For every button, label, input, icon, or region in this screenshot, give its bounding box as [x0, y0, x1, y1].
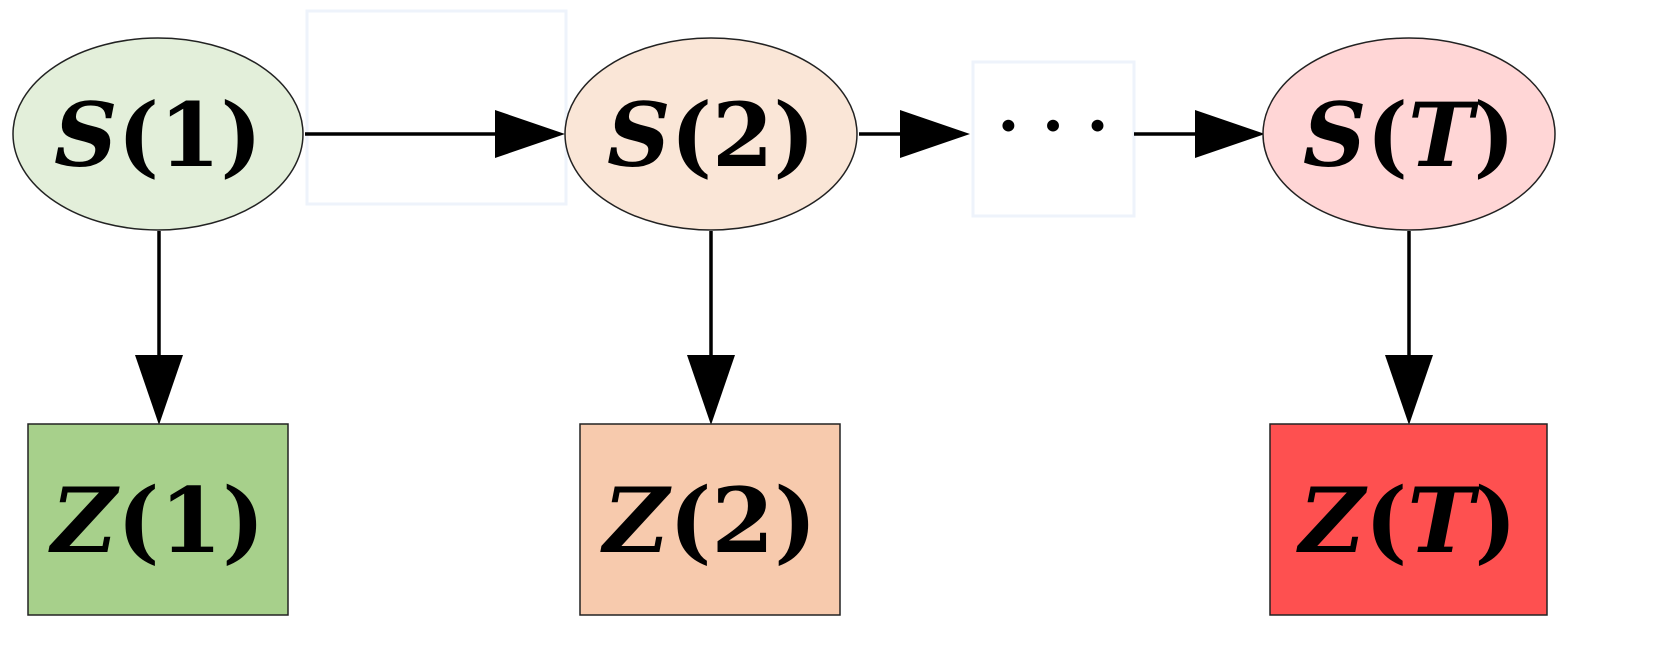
observation-node-1: Z(1) — [27, 423, 289, 616]
observation-node-t: Z(T) — [1269, 423, 1548, 616]
transition-edge-ellipsis-st — [1134, 110, 1265, 158]
emission-edge-1 — [135, 231, 183, 425]
state-node-t: S(T) — [1262, 37, 1556, 231]
arrowhead-icon — [135, 355, 183, 425]
emission-edge-t — [1385, 231, 1433, 425]
state-node-1: S(1) — [12, 37, 304, 231]
transition-edge-s2-ellipsis — [859, 110, 970, 158]
observation-label-2: Z(2) — [600, 468, 817, 574]
arrowhead-icon — [495, 110, 565, 158]
state-label-2: S(2) — [607, 83, 815, 187]
observation-label-1: Z(1) — [48, 468, 265, 574]
observation-node-2: Z(2) — [579, 423, 841, 616]
ellipsis-label: · · · — [997, 89, 1108, 164]
state-label-1: S(1) — [54, 83, 262, 187]
arrowhead-icon — [1195, 110, 1265, 158]
observation-label-t: Z(T) — [1296, 468, 1517, 574]
arrowhead-icon — [1385, 355, 1433, 425]
state-node-2: S(2) — [564, 37, 858, 231]
transition-edge-s1-s2 — [305, 110, 565, 158]
ghost-box-right — [971, 60, 1136, 218]
arrowhead-icon — [900, 110, 970, 158]
ghost-box-left — [305, 9, 568, 206]
arrowhead-icon — [687, 355, 735, 425]
emission-edge-2 — [687, 231, 735, 425]
state-label-t: S(T) — [1303, 83, 1515, 187]
